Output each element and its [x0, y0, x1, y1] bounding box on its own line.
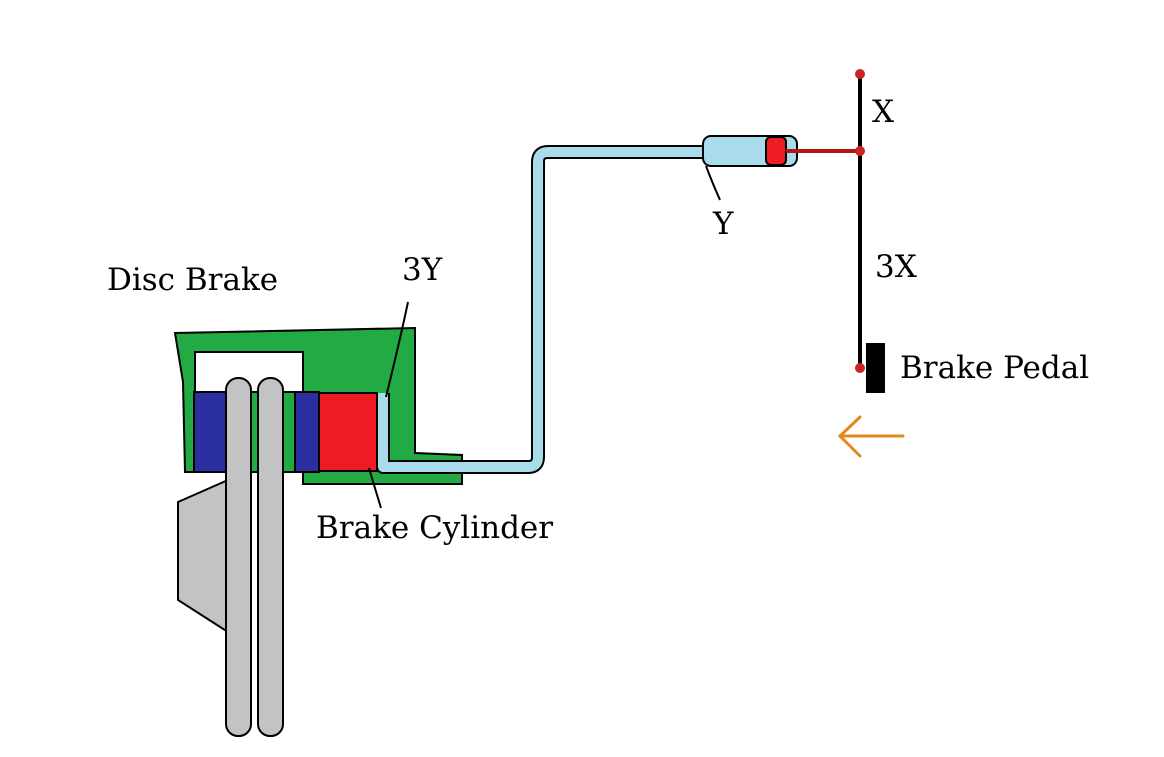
disc-rotor-outer [225, 377, 252, 737]
disc-rotor-inner [257, 377, 284, 737]
master-cylinder-piston [765, 136, 787, 166]
label-3y: 3Y [402, 252, 443, 288]
lever-top-point [855, 69, 865, 79]
label-x: X [872, 94, 894, 130]
brake-pedal-pad [866, 343, 885, 393]
left-brake-pad [193, 391, 227, 473]
right-brake-pad [294, 391, 320, 473]
leader-y [705, 165, 721, 201]
lever-bottom-point [855, 363, 865, 373]
lever-pivot-point [855, 146, 865, 156]
label-y: Y [712, 206, 734, 242]
label-disc-brake: Disc Brake [107, 262, 278, 298]
label-3x: 3X [875, 249, 917, 285]
label-brake-cylinder: Brake Cylinder [316, 510, 553, 546]
wheel-hub [177, 478, 229, 634]
leader-brake-cylinder [368, 467, 382, 509]
push-direction-arrow [837, 415, 905, 458]
hydraulic-line-outline [376, 145, 706, 474]
brake-cylinder-piston [318, 392, 378, 472]
hydraulic-line [378, 147, 706, 472]
leader-3y [385, 301, 409, 398]
label-brake-pedal: Brake Pedal [900, 350, 1089, 386]
